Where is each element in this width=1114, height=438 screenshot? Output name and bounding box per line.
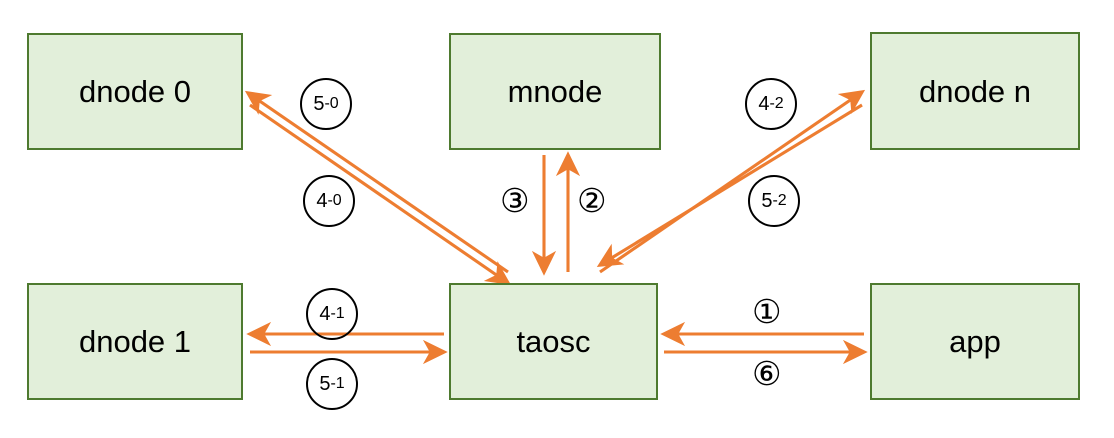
edge-badge-4-2-main: 4	[758, 92, 770, 115]
edge-badge-5-1-main: 5	[319, 372, 331, 395]
edge-badge-5-2-sub: -2	[772, 192, 787, 209]
node-label-dnode-n: dnode n	[918, 73, 1032, 109]
edge-badge-4-2: 4-2	[745, 78, 797, 130]
edge-badge-2: ②	[577, 181, 607, 220]
edge-badge-3: ③	[500, 181, 530, 220]
node-label-taosc: taosc	[516, 324, 591, 359]
node-dnode-n[interactable]: dnode n	[870, 32, 1080, 150]
edge-badge-4-1-sub: -1	[330, 305, 345, 322]
edge-badge-4-2-sub: -2	[769, 95, 784, 112]
node-taosc[interactable]: taosc	[449, 283, 658, 400]
node-app[interactable]: app	[870, 283, 1080, 400]
edge-badge-5-0-main: 5	[313, 92, 325, 115]
edge-badge-5-0: 5-0	[300, 78, 352, 130]
edge-badge-5-1: 5-1	[306, 358, 358, 410]
node-label-dnode-1: dnode 1	[78, 324, 192, 359]
edge-badge-4-0-main: 4	[316, 189, 328, 212]
edge-badge-5-2: 5-2	[748, 175, 800, 227]
node-dnode-0[interactable]: dnode 0	[27, 33, 243, 150]
edge-line-5-0	[244, 90, 509, 274]
node-label-dnode-0: dnode 0	[78, 74, 192, 109]
node-dnode-1[interactable]: dnode 1	[27, 283, 243, 400]
edge-badge-5-0-sub: -0	[324, 95, 339, 112]
node-mnode[interactable]: mnode	[449, 33, 661, 150]
edge-badge-6: ⑥	[752, 354, 782, 393]
node-label-app: app	[949, 324, 1001, 359]
node-label-mnode: mnode	[507, 74, 603, 109]
edge-badge-4-0: 4-0	[303, 175, 355, 227]
edge-line-5-2	[596, 103, 863, 267]
edge-badge-4-0-sub: -0	[327, 192, 342, 209]
edge-badge-1: ①	[752, 292, 782, 331]
edge-badge-4-1-main: 4	[319, 302, 331, 325]
edge-badge-5-1-sub: -1	[330, 375, 345, 392]
edge-badge-4-1: 4-1	[306, 288, 358, 340]
edge-line-4-0	[249, 103, 512, 286]
edge-badge-5-2-main: 5	[761, 189, 773, 212]
edge-line-4-2	[599, 89, 866, 274]
